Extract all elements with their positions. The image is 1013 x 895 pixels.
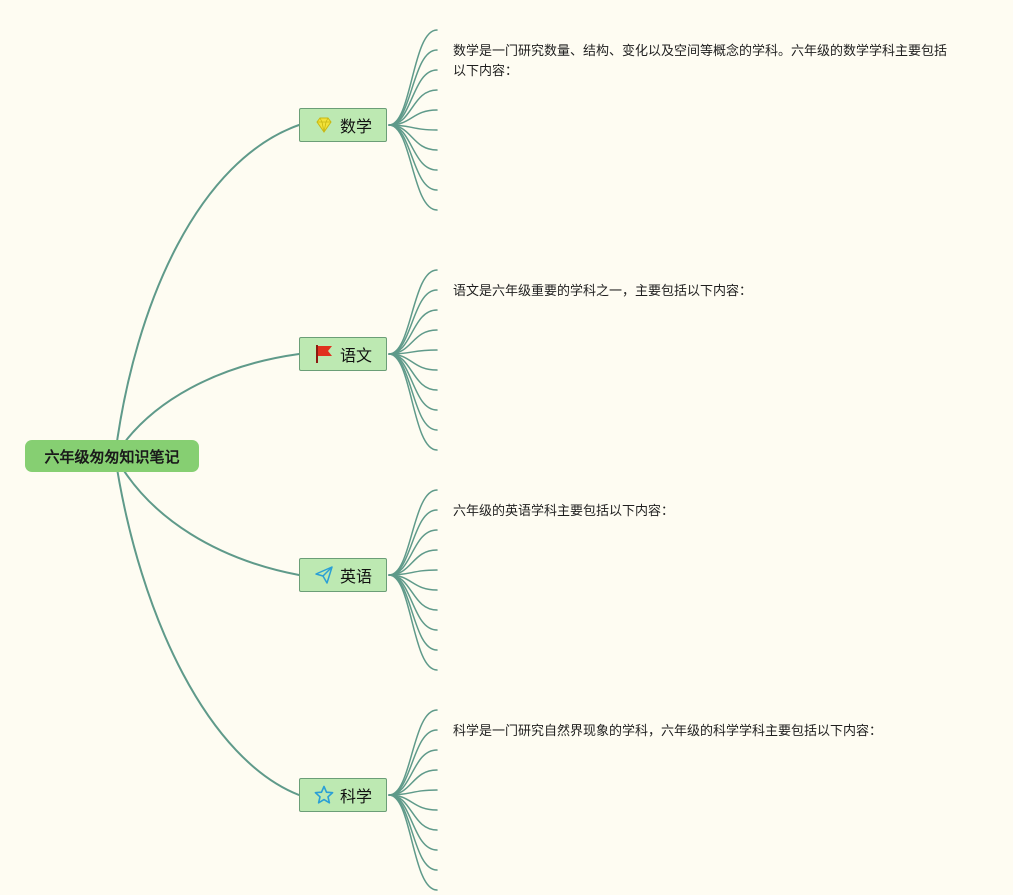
branch-label-english: 英语 xyxy=(339,567,372,586)
leaf-connector xyxy=(388,309,438,355)
leaf-connector xyxy=(388,729,438,796)
leaf-connector xyxy=(388,269,438,355)
leaf-connector xyxy=(388,49,438,126)
leaf-connector xyxy=(388,353,438,451)
note-science: 科学是一门研究自然界现象的学科，六年级的科学学科主要包括以下内容： xyxy=(453,724,883,739)
leaf-connector xyxy=(388,124,438,171)
leaf-connector xyxy=(388,124,438,191)
leaf-connector xyxy=(388,29,438,126)
gem-icon xyxy=(314,115,334,135)
leaf-connector xyxy=(388,353,438,431)
root-connector-3 xyxy=(114,455,300,796)
leaf-connector xyxy=(388,574,438,671)
leaf-connector xyxy=(388,509,438,576)
root-connector-2 xyxy=(114,455,300,576)
root-connector-0 xyxy=(114,124,300,457)
leaf-connector xyxy=(388,709,438,796)
leaf-connector xyxy=(388,794,438,891)
paper-plane-icon xyxy=(314,565,334,585)
branch-node-science[interactable]: 科学 xyxy=(299,778,387,812)
leaf-connector xyxy=(388,574,438,651)
leaf-connector xyxy=(388,289,438,355)
branch-label-chinese: 语文 xyxy=(339,346,372,365)
note-math: 数学是一门研究数量、结构、变化以及空间等概念的学科。六年级的数学学科主要包括以下… xyxy=(453,44,948,79)
leaf-connector xyxy=(388,529,438,576)
leaf-connector xyxy=(388,489,438,576)
branch-label-math: 数学 xyxy=(339,117,372,136)
leaf-connector xyxy=(388,124,438,211)
note-chinese: 语文是六年级重要的学科之一，主要包括以下内容： xyxy=(453,284,753,299)
flag-icon xyxy=(314,344,334,364)
branch-label-science: 科学 xyxy=(339,787,372,806)
root-connector-1 xyxy=(114,353,300,457)
branch-node-math[interactable]: 数学 xyxy=(299,108,387,142)
leaf-connector xyxy=(388,749,438,796)
leaf-connector xyxy=(388,794,438,871)
root-label: 六年级匆匆知识笔记 xyxy=(44,447,180,466)
branch-node-chinese[interactable]: 语文 xyxy=(299,337,387,371)
star-icon xyxy=(314,785,334,805)
note-english: 六年级的英语学科主要包括以下内容： xyxy=(453,504,675,519)
root-node[interactable]: 六年级匆匆知识笔记 xyxy=(25,440,199,472)
branch-node-english[interactable]: 英语 xyxy=(299,558,387,592)
